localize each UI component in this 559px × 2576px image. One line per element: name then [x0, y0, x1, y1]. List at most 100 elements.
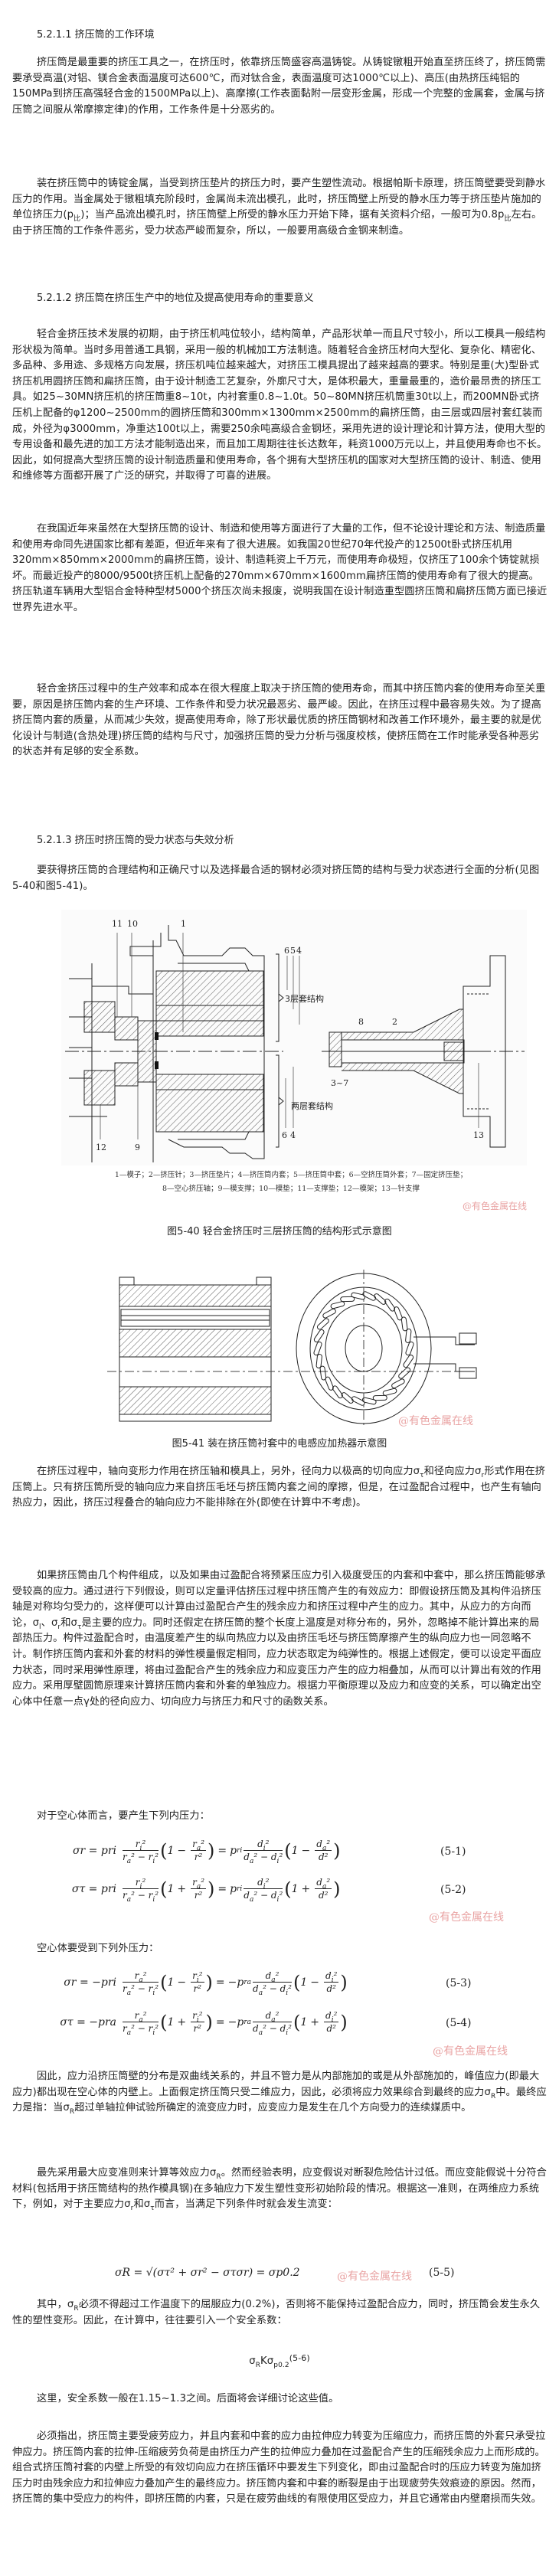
label-two-layer: 两层套结构	[291, 1100, 333, 1111]
equation-number-5-4: (5-4)	[446, 2017, 472, 2029]
subscript: 比	[74, 215, 81, 224]
paragraph-internal-pressure: 对于空心体而言，要产生下列内压力：	[37, 1810, 210, 1822]
dummy-block	[329, 1031, 342, 1067]
coil-loop	[316, 1318, 329, 1330]
paragraph-yield-stress: 其中，σR必须不得超过工作温度下的屈服应力(0.2%)，否则将不能保持过盈配合应…	[12, 2297, 548, 2329]
coil-loop	[341, 1392, 354, 1404]
watermark: @有色金属在线	[433, 2045, 508, 2058]
subscript: r	[57, 1623, 61, 1631]
label-three-layer: 3层套结构	[285, 993, 324, 1004]
paragraph-service-life: 轻合金挤压过程中的生产效率和成本在很大程度上取决于挤压筒的使用寿命，而其中挤压筒…	[12, 683, 546, 758]
sleeve-top	[119, 1284, 272, 1307]
heater-rods-top	[120, 1309, 270, 1327]
text-run: )；当产品流出模孔时，挤压筒壁上所受的静水压力开始下降，据有关资料介绍，一般可为…	[80, 209, 505, 221]
induction-heater-svg	[107, 1270, 477, 1425]
text-run: 是主要的应力。同时还假定在挤压筒的整个长度上温度是对称分布的，另外，忽略掉不能计…	[12, 1617, 541, 1708]
text-run: 而言，当满足下列条件时就会发生流变：	[154, 2198, 338, 2211]
legend-line-2: 8—空心挤压轴；9—模支撑；10—模垫；11—支撑垫；12—模架；13—针支撑	[162, 1185, 420, 1193]
label-10: 10	[127, 919, 138, 929]
label-11: 11	[112, 919, 123, 929]
coil-loop	[405, 1341, 414, 1356]
label-4-bottom: 4	[290, 1130, 296, 1140]
label-1: 1	[181, 919, 186, 929]
watermark: @有色金属在线	[337, 2270, 412, 2283]
label-6: 6	[284, 946, 289, 956]
text-run: 形式作用在挤压筒上。只有挤压筒所受的轴向应力来自挤压毛坯与挤压筒内套之间的摩擦，…	[12, 1466, 546, 1509]
subscript: τ	[420, 1472, 424, 1479]
label-12: 12	[96, 1143, 106, 1152]
text-run: 中。最终应力是指：当σ	[12, 2086, 547, 2114]
equation-number-5-2: (5-2)	[440, 1884, 466, 1896]
coil-loop	[372, 1394, 387, 1401]
paragraph-strain-energy: 最先采用最大应变准则来计算等效应力σR。然而经验表明，应变假说对断裂危险估计过低…	[12, 2166, 548, 2213]
equation-number-5-1: (5-1)	[440, 1845, 466, 1858]
figure-5-40-drawing: 11 10 1 6 5 4 3层套结构 8 2 3~7 两层套结构 6 4 12…	[61, 910, 527, 1165]
text-run: 必须不得超过工作温度下的屈服应力(0.2%)，否则将不能保持过盈配合应力，同时，…	[12, 2299, 541, 2326]
subscript: R	[216, 2173, 221, 2181]
coil-loop	[394, 1306, 403, 1321]
equation-number-5-5: (5-5)	[429, 2267, 455, 2279]
subscript: l	[39, 1623, 41, 1631]
figure-5-41-drawing	[107, 1268, 482, 1425]
subscript: R	[490, 2092, 496, 2100]
watermark: @有色金属在线	[429, 1911, 504, 1924]
coil-loop	[391, 1378, 405, 1389]
text-run: Kσ	[260, 2355, 274, 2367]
subscript: p0.2	[273, 2362, 289, 2369]
watermark: @有色金属在线	[463, 1201, 528, 1211]
paragraph-stress-forms: 在挤压过程中，轴向变形力作用在挤压轴和模具上，另外，径向力以极高的切向应力στ和…	[12, 1464, 548, 1512]
paragraph-safety-factor: 这里，安全系数一般在1.15~1.3之间。后面将会详细讨论这些值。	[37, 2393, 339, 2404]
inner-sleeve-bottom	[155, 1074, 264, 1090]
induction-coils	[313, 1291, 414, 1406]
paragraph-external-pressure: 空心体要受到下列外压力：	[37, 1943, 159, 1954]
section-heading-5-2-1-3: 5.2.1.3 挤压时挤压筒的受力状态与失效分析	[37, 835, 234, 846]
figure-5-40-caption: 图5-40 轻合金挤压时三层挤压筒的结构形式示意图	[167, 1226, 392, 1237]
label-9: 9	[135, 1143, 140, 1152]
coil-loop	[400, 1316, 408, 1332]
paragraph-hydrostatic-pressure: 装在挤压筒中的铸锭金属，当受到挤压垫片的挤压力时，要产生塑性流动。根据帕斯卡原理…	[12, 176, 548, 239]
text-run: 在挤压过程中，轴向变形力作用在挤压轴和模具上，另外，径向力以极高的切向应力σ	[37, 1466, 420, 1477]
text-run: 超过单轴拉伸试验所确定的流变应力时，应变应力是发生在几个方向受力的连续媒质中。	[74, 2102, 472, 2114]
text-run: 和σ	[133, 2198, 151, 2211]
text-run: 和径向应力σ	[423, 1466, 482, 1477]
paragraph-working-environment: 挤压筒是最重要的挤压工具之一，在挤压时，依靠挤压筒盛容高温铸锭。从铸锭镦粗开始直…	[12, 57, 546, 116]
equation-number-5-3: (5-3)	[446, 1977, 472, 1989]
liner-top	[119, 1329, 272, 1358]
paragraph-development-history: 轻合金挤压技术发展的初期，由于挤压机吨位较小，结构简单，产品形状单一而且尺寸较小…	[12, 329, 548, 482]
label-2: 2	[392, 1017, 397, 1027]
subscript: 比	[504, 215, 512, 224]
subscript: R	[69, 2108, 75, 2117]
text-run: 。然而经验表明，应变假说对断裂危险估计过低。而应变能假说十分符合材料(包括用于挤…	[12, 2167, 547, 2211]
text-run: 和σ	[60, 1617, 77, 1629]
coil-loop	[325, 1376, 334, 1391]
die-holder-bottom	[83, 1070, 116, 1106]
section-heading-5-2-1-2: 5.2.1.2 挤压筒在挤压生产中的地位及提高使用寿命的重要意义	[37, 293, 314, 304]
coil-loop	[330, 1301, 345, 1309]
text-run: 装在挤压筒中的铸锭金属，当受到挤压垫片的挤压力时，要产生塑性流动。根据帕斯卡原理…	[12, 178, 546, 221]
equation-5-1-lhs: σr = pri	[72, 1844, 116, 1857]
die-holder-top	[83, 1001, 116, 1033]
coil-loop	[313, 1341, 322, 1356]
text-run: 其中，σ	[37, 2299, 74, 2310]
outer-sleeve-top	[155, 970, 264, 1006]
coil-loop	[332, 1385, 343, 1399]
liner-bottom	[119, 1386, 272, 1415]
coil-loop	[361, 1397, 377, 1405]
section-heading-5-2-1-1: 5.2.1.1 挤压筒的工作环境	[37, 29, 155, 41]
paragraph-analysis-intro: 要获得挤压筒的合理结构和正确尺寸以及选择最合适的钢材必须对挤压筒的结构与受力状态…	[12, 865, 540, 892]
coil-loop	[382, 1388, 397, 1396]
paragraph-china-progress: 在我国近年来虽然在大型挤压筒的设计、制造和使用等方面进行了大量的工作，但不论设计…	[12, 523, 548, 613]
middle-sleeve-top	[155, 1005, 264, 1022]
label-8: 8	[358, 1017, 364, 1027]
text-run: σ	[249, 2355, 256, 2367]
equation-5-2-lhs: στ = pri	[71, 1882, 116, 1895]
label-5: 5	[290, 946, 296, 956]
text-run: 因此，应力沿挤压筒壁的分布是双曲线关系的，并且不管力是从内部施加的或是从外部施加…	[12, 2071, 540, 2098]
coil-loop	[351, 1292, 366, 1300]
